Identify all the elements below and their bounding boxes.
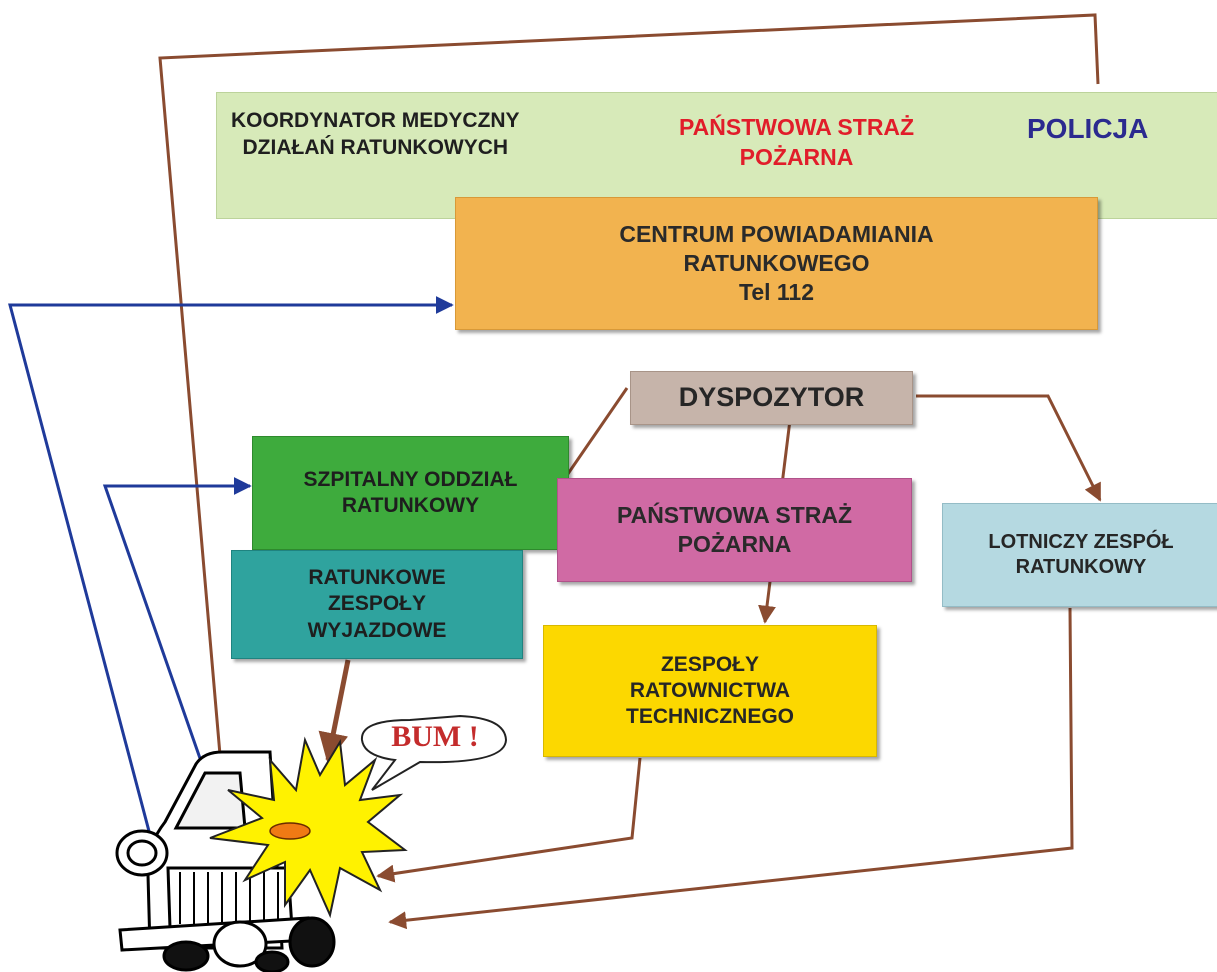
box-ratunkowe-zespoly: RATUNKOWE ZESPOŁY WYJAZDOWE xyxy=(231,550,523,659)
lzr-line-2: RATUNKOWY xyxy=(1015,556,1147,578)
box-szpitalny-oddzial: SZPITALNY ODDZIAŁ RATUNKOWY xyxy=(252,436,569,550)
cpr-line-2: RATUNKOWEGO xyxy=(683,250,870,277)
psp-line-1: PAŃSTWOWA STRAŻ xyxy=(616,502,853,529)
psp-top-line-2: POŻARNA xyxy=(739,143,854,170)
zrt-line-2: RATOWNICTWA xyxy=(629,678,791,702)
box-centrum-powiadamiania: CENTRUM POWIADAMIANIA RATUNKOWEGO Tel 11… xyxy=(455,197,1098,330)
koordynator-line-1: KOORDYNATOR MEDYCZNY xyxy=(231,109,520,132)
policja-label: POLICJA xyxy=(1027,113,1149,144)
arrow-rzw-to-car xyxy=(318,659,351,763)
arrow-koordynator-to-car xyxy=(158,13,1100,780)
sor-line-2: RATUNKOWY xyxy=(341,494,480,517)
cpr-line-1: CENTRUM POWIADAMIANIA xyxy=(619,221,934,248)
bum-label: BUM ! xyxy=(391,720,479,753)
arrow-lzr-to-car xyxy=(388,607,1074,930)
arrow-car-to-cpr xyxy=(8,296,454,836)
box-dyspozytor: DYSPOZYTOR xyxy=(630,371,913,425)
arrow-zrt-to-car xyxy=(376,757,642,883)
cpr-phone: Tel 112 xyxy=(738,278,815,305)
arrow-car-to-sor xyxy=(102,477,252,831)
zrt-line-1: ZESPOŁY xyxy=(660,652,760,676)
box-panstwowa-straz: PAŃSTWOWA STRAŻ POŻARNA xyxy=(557,478,912,582)
rzw-line-2: ZESPOŁY xyxy=(327,592,427,616)
psp-top-label: PAŃSTWOWA STRAŻ POŻARNA xyxy=(679,113,914,173)
zrt-line-3: TECHNICZNEGO xyxy=(626,705,794,729)
sor-line-1: SZPITALNY ODDZIAŁ xyxy=(303,467,518,491)
explosion-icon xyxy=(209,736,408,919)
dyspozytor-label: DYSPOZYTOR xyxy=(678,382,865,413)
box-zespoly-ratownictwa: ZESPOŁY RATOWNICTWA TECHNICZNEGO xyxy=(543,625,877,757)
psp-line-2: POŻARNA xyxy=(677,531,792,557)
speech-bubble-icon xyxy=(360,714,508,791)
koordynator-line-2: DZIAŁAŃ RATUNKOWYCH xyxy=(242,136,509,160)
rzw-line-3: WYJAZDOWE xyxy=(307,618,447,642)
box-lotniczy-zespol: LOTNICZY ZESPÓŁ RATUNKOWY xyxy=(942,503,1217,607)
rzw-line-1: RATUNKOWE xyxy=(308,566,446,590)
koordynator-medyczny-label: KOORDYNATOR MEDYCZNY DZIAŁAŃ RATUNKOWYCH xyxy=(231,107,520,162)
arrow-dyspozytor-to-lzr xyxy=(916,394,1102,502)
lzr-line-1: LOTNICZY ZESPÓŁ xyxy=(988,531,1174,553)
psp-top-line-1: PAŃSTWOWA STRAŻ xyxy=(679,114,915,140)
